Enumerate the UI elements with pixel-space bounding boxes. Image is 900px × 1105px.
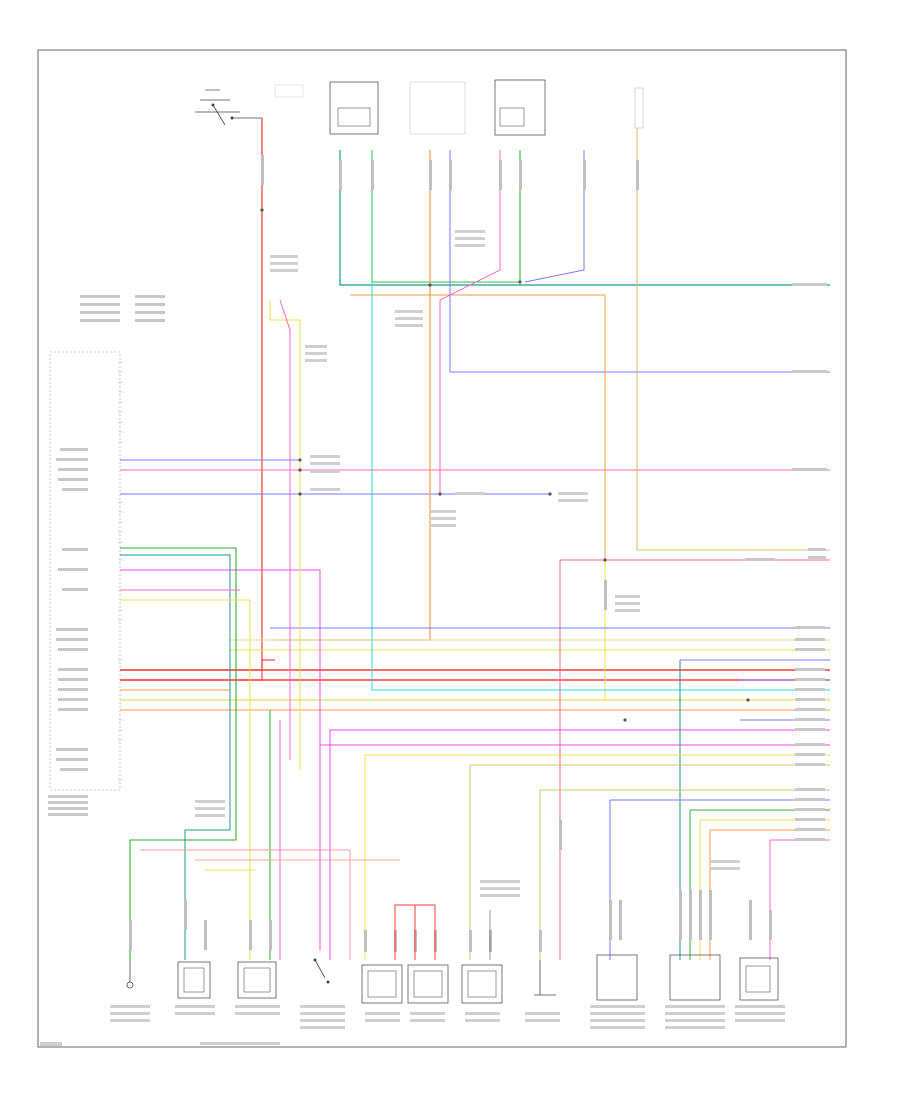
bottom-component-5-inner bbox=[367, 970, 397, 998]
bottom-switch-4 bbox=[313, 958, 330, 984]
bottom-component-2 bbox=[177, 961, 211, 999]
wire-cyan-long bbox=[371, 282, 830, 691]
bottom-component-2-inner bbox=[183, 967, 205, 993]
ignition-switch bbox=[195, 89, 262, 126]
wire-blue-372 bbox=[449, 150, 830, 373]
pcm-labels bbox=[48, 295, 165, 816]
fuse-box-label bbox=[274, 84, 304, 98]
top-connector-1-inner bbox=[337, 107, 371, 127]
bottom-component-11 bbox=[739, 957, 779, 1001]
bottom-component-3-inner bbox=[243, 967, 271, 993]
bottom-component-7-inner bbox=[467, 970, 497, 998]
bottom-component-3 bbox=[237, 961, 277, 999]
wire-yellow-600 bbox=[120, 599, 251, 960]
pcm-pin-numbers bbox=[118, 361, 124, 781]
wire-green-548 bbox=[120, 547, 237, 960]
right-edge-labels bbox=[745, 283, 827, 841]
bottom-component-1 bbox=[126, 960, 134, 989]
wire-orange-295 bbox=[350, 294, 606, 560]
junction-dots bbox=[260, 208, 750, 722]
bottom-component-8 bbox=[534, 960, 556, 996]
bottom-component-11-inner bbox=[745, 965, 771, 993]
wire-magenta-570 bbox=[120, 569, 321, 950]
top-connector-3-inner bbox=[499, 107, 525, 127]
diagram-border bbox=[37, 49, 847, 1048]
wire-yellow-300 bbox=[269, 300, 301, 770]
top-connector-3 bbox=[494, 79, 546, 136]
wire-blue-top bbox=[524, 150, 585, 283]
pcm-module-outline bbox=[49, 351, 121, 791]
wire-green-top bbox=[371, 150, 520, 283]
top-connector-2-label bbox=[409, 81, 466, 135]
bottom-component-7 bbox=[461, 964, 503, 1004]
wire-pink-290 bbox=[279, 299, 291, 760]
bottom-component-9 bbox=[596, 954, 638, 1001]
bottom-component-6 bbox=[407, 964, 449, 1004]
bottom-component-6-inner bbox=[413, 970, 443, 998]
wire-teal-top-bus bbox=[339, 150, 830, 286]
wire-red-ignition bbox=[120, 118, 263, 671]
bottom-labels bbox=[40, 1005, 785, 1046]
wire-orange-vertical bbox=[275, 150, 431, 641]
bottom-component-5 bbox=[361, 964, 403, 1004]
bottom-component-10 bbox=[669, 954, 721, 1001]
top-sensor-right bbox=[634, 87, 644, 129]
wire-teal-555 bbox=[120, 554, 231, 960]
wire-tan-right bbox=[636, 128, 830, 551]
top-connector-1 bbox=[329, 81, 379, 135]
wire-salmon-850 bbox=[140, 849, 351, 960]
wire-pink-connector bbox=[439, 150, 501, 494]
mid-labels bbox=[195, 230, 740, 897]
